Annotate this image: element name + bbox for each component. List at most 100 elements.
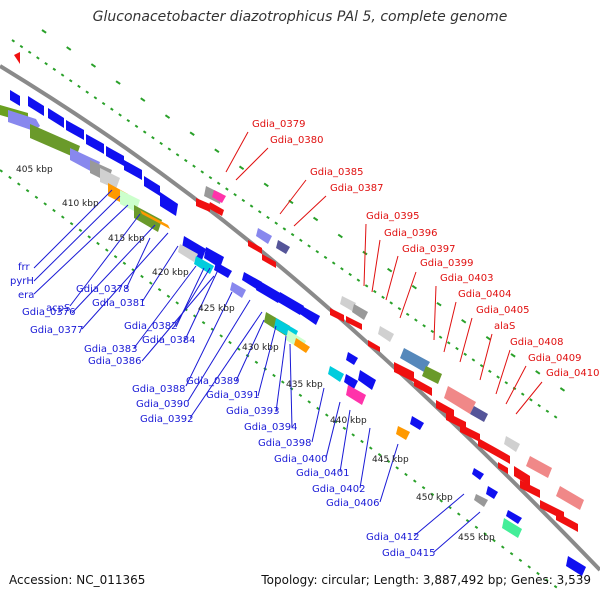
topology-text: Topology: circular; Length: 3,887,492 bp… bbox=[261, 573, 591, 587]
reverse-gene bbox=[14, 52, 20, 64]
reverse-gene bbox=[414, 378, 432, 396]
reverse-gene bbox=[504, 436, 520, 452]
left-label-item: Gdia_0378 bbox=[76, 284, 129, 295]
left-label-item: Gdia_0377 bbox=[30, 325, 83, 336]
kbp-item: 450 kbp bbox=[416, 493, 453, 503]
kbp-item: 430 kbp bbox=[242, 343, 279, 353]
reverse-gene bbox=[400, 348, 430, 372]
reverse-gene bbox=[436, 400, 454, 418]
right-labels: Gdia_0379Gdia_0380Gdia_0385Gdia_0387Gdia… bbox=[252, 119, 599, 379]
reverse-gene bbox=[208, 202, 224, 216]
right-label-item: Gdia_0396 bbox=[384, 228, 437, 239]
forward-gene-cluster-lower bbox=[328, 352, 586, 576]
kbp-item: 410 kbp bbox=[62, 199, 99, 209]
forward-gene bbox=[502, 518, 522, 538]
kbp-item: 435 kbp bbox=[286, 380, 323, 390]
forward-gene bbox=[486, 486, 498, 499]
reverse-gene bbox=[346, 316, 362, 330]
forward-gene bbox=[214, 262, 232, 278]
left-label-item: Gdia_0389 bbox=[186, 376, 239, 387]
reverse-gene bbox=[526, 456, 552, 478]
forward-gene bbox=[346, 352, 358, 365]
right-label-item: Gdia_0404 bbox=[458, 289, 511, 300]
left-label-item: Gdia_0383 bbox=[84, 344, 137, 355]
forward-gene bbox=[204, 247, 224, 268]
right-label-item: Gdia_0408 bbox=[510, 337, 563, 348]
dotted-track-outer-top bbox=[11, 39, 561, 421]
kbp-ticks: 405 kbp 410 kbp 415 kbp 420 kbp 425 kbp 430 k… bbox=[16, 165, 495, 543]
reverse-gene bbox=[352, 304, 368, 320]
forward-gene bbox=[144, 176, 160, 196]
reverse-gene bbox=[496, 448, 510, 464]
left-label-item: Gdia_0381 bbox=[92, 298, 145, 309]
dotted-track-lower bbox=[0, 169, 561, 591]
left-label-item: Gdia_0390 bbox=[136, 399, 189, 410]
forward-gene bbox=[30, 124, 80, 158]
forward-gene bbox=[10, 90, 20, 106]
genome-backbone bbox=[0, 64, 600, 572]
reverse-gene bbox=[444, 386, 476, 414]
right-label-item: Gdia_0380 bbox=[270, 135, 323, 146]
reverse-gene bbox=[470, 406, 488, 422]
right-label-item: Gdia_0395 bbox=[366, 211, 419, 222]
reverse-gene bbox=[520, 480, 540, 498]
forward-gene bbox=[230, 282, 246, 298]
forward-gene bbox=[256, 280, 282, 303]
forward-gene bbox=[300, 306, 320, 325]
forward-gene bbox=[474, 494, 488, 507]
forward-gene bbox=[472, 468, 484, 480]
forward-gene bbox=[566, 556, 586, 576]
kbp-item: 420 kbp bbox=[152, 268, 189, 278]
left-label-item: Gdia_0394 bbox=[244, 422, 297, 433]
reverse-gene bbox=[340, 296, 356, 311]
kbp-item: 440 kbp bbox=[330, 416, 367, 426]
left-label-item: Gdia_0415 bbox=[382, 548, 435, 559]
kbp-item: 425 kbp bbox=[198, 304, 235, 314]
right-label-item: Gdia_0385 bbox=[310, 167, 363, 178]
forward-gene bbox=[344, 374, 358, 389]
left-label-item: pyrH bbox=[10, 276, 34, 287]
left-label-item: era bbox=[18, 290, 34, 301]
kbp-item: 455 kbp bbox=[458, 533, 495, 543]
left-label-item: Gdia_0392 bbox=[140, 414, 193, 425]
reverse-gene bbox=[378, 326, 394, 342]
left-label-item: acpS bbox=[46, 303, 70, 314]
right-label-item: Gdia_0379 bbox=[252, 119, 305, 130]
right-label-item: Gdia_0397 bbox=[402, 244, 455, 255]
forward-gene bbox=[28, 96, 44, 116]
left-labels: frrpyrHeraacpSGdia_0376Gdia_0377Gdia_037… bbox=[10, 262, 435, 559]
forward-gene bbox=[106, 146, 124, 166]
right-label-item: Gdia_0405 bbox=[476, 305, 529, 316]
forward-gene bbox=[160, 192, 178, 216]
kbp-item: 405 kbp bbox=[16, 165, 53, 175]
kbp-item: 415 kbp bbox=[108, 234, 145, 244]
reverse-gene bbox=[556, 512, 578, 532]
left-label-item: Gdia_0398 bbox=[258, 438, 311, 449]
forward-gene-cluster-upper bbox=[0, 90, 178, 232]
forward-gene bbox=[346, 385, 366, 405]
left-label-leaders bbox=[33, 189, 481, 553]
left-label-item: Gdia_0401 bbox=[296, 468, 349, 479]
left-label-item: Gdia_0388 bbox=[132, 384, 185, 395]
reverse-gene bbox=[212, 190, 226, 203]
reverse-gene-cluster bbox=[14, 52, 584, 532]
reverse-gene bbox=[422, 366, 442, 384]
forward-gene bbox=[48, 108, 64, 128]
forward-gene bbox=[124, 160, 142, 180]
forward-gene bbox=[410, 416, 424, 430]
reverse-gene bbox=[256, 228, 272, 244]
accession-text: Accession: NC_011365 bbox=[9, 573, 146, 587]
forward-gene bbox=[182, 236, 206, 260]
right-label-leaders bbox=[225, 131, 543, 415]
left-label-item: frr bbox=[18, 262, 30, 273]
right-label-item: Gdia_0403 bbox=[440, 273, 493, 284]
forward-gene bbox=[506, 510, 522, 524]
reverse-gene bbox=[196, 198, 210, 212]
left-label-item: Gdia_0382 bbox=[124, 321, 177, 332]
forward-gene bbox=[66, 120, 84, 140]
forward-gene bbox=[396, 426, 410, 440]
reverse-gene bbox=[276, 240, 290, 254]
forward-gene bbox=[86, 134, 104, 154]
